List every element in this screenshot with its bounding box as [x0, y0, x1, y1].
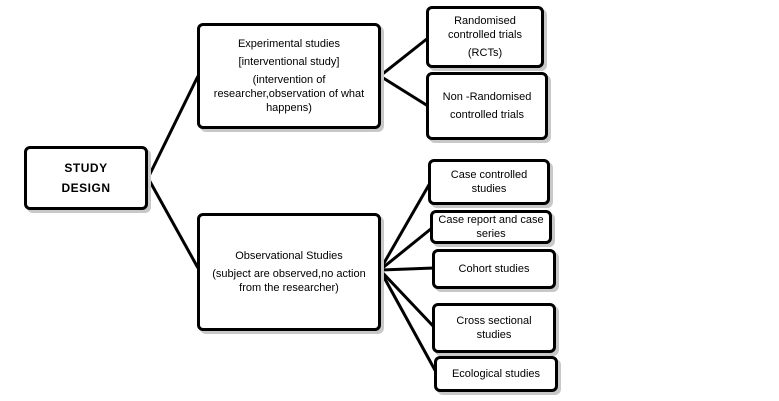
experimental-desc1: (intervention of	[252, 74, 326, 86]
connector-observational-to-case-report	[379, 226, 433, 272]
connector-observational-to-ecological	[378, 269, 438, 373]
connector-study-to-observational	[146, 177, 200, 269]
case-report-line1: Case report and case	[438, 214, 544, 226]
connector-experimental-to-rct	[379, 36, 429, 78]
observational-desc2: from the researcher)	[239, 282, 339, 294]
rct-line3: (RCTs)	[467, 47, 503, 59]
non-rct-line2: controlled trials	[450, 109, 524, 121]
cross-sectional-line1: Cross sectional	[456, 315, 532, 327]
case-controlled-box: Case controlled studies	[428, 159, 550, 205]
ecological-box: Ecological studies	[434, 356, 558, 392]
case-controlled-line2: studies	[471, 183, 507, 195]
rct-line2: controlled trials	[448, 29, 522, 41]
study-design-line1: STUDY	[64, 161, 108, 175]
case-report-box: Case report and case series	[430, 210, 552, 244]
connector-observational-to-case-controlled	[378, 182, 432, 271]
non-rct-line1: Non -Randomised	[442, 91, 532, 103]
experimental-desc3: happens)	[266, 102, 312, 114]
experimental-subtitle: [interventional study]	[238, 56, 340, 68]
observational-desc1: (subject are observed,no action	[212, 268, 366, 280]
non-rct-box: Non -Randomised controlled trials	[426, 72, 548, 140]
study-design-line2: DESIGN	[61, 181, 111, 195]
experimental-title: Experimental studies	[237, 38, 341, 50]
case-controlled-line1: Case controlled	[450, 169, 528, 181]
experimental-studies-box: Experimental studies [interventional stu…	[197, 23, 381, 129]
cohort-box: Cohort studies	[432, 249, 556, 289]
study-design-box: STUDY DESIGN	[24, 146, 148, 210]
connector-experimental-to-nonrct	[379, 74, 429, 108]
rct-line1: Randomised	[454, 15, 516, 27]
experimental-desc2: researcher,observation of what	[213, 88, 365, 100]
ecological-line1: Ecological studies	[451, 368, 541, 380]
connector-observational-to-cohort	[379, 266, 435, 272]
cross-sectional-box: Cross sectional studies	[432, 303, 556, 353]
cohort-line1: Cohort studies	[458, 263, 530, 275]
case-report-line2: series	[476, 228, 506, 240]
connector-observational-to-cross-sectional	[378, 268, 436, 329]
observational-studies-box: Observational Studies (subject are obser…	[197, 213, 381, 331]
connector-study-to-experimental	[146, 75, 200, 179]
cross-sectional-line2: studies	[476, 329, 512, 341]
observational-title: Observational Studies	[235, 250, 343, 262]
rct-box: Randomised controlled trials (RCTs)	[426, 6, 544, 68]
